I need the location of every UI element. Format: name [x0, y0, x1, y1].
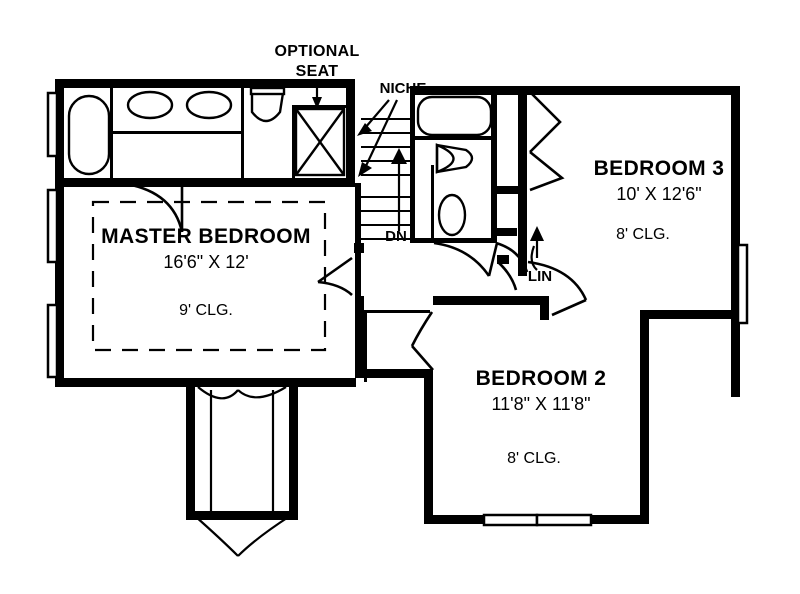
- annotation-labels: OPTIONAL SEAT NICHE DN LIN: [274, 43, 552, 285]
- door-hall-closet: [410, 311, 434, 371]
- leader-niche-2: [358, 99, 398, 177]
- leader-lin: [530, 226, 544, 271]
- hall-sink-fixture: [435, 143, 474, 174]
- hall-tub-fixture: [416, 95, 493, 137]
- door-bedroom3-closet-bifold: [529, 91, 565, 192]
- leader-dn: [391, 148, 407, 231]
- master-tub-fixture: [67, 94, 111, 176]
- master-tray-ceiling-outline: [91, 200, 327, 352]
- annotation-niche: NICHE: [380, 80, 427, 97]
- annotation-leaders: [312, 82, 544, 271]
- window-bottom-bedroom2-left: [482, 513, 539, 527]
- window-left-bath: [46, 91, 59, 158]
- optional-seat-line-2: SEAT: [296, 63, 339, 80]
- window-left-master-lower: [46, 303, 59, 379]
- door-bedroom3: [527, 260, 588, 317]
- master-sink-right: [185, 90, 233, 120]
- window-left-master-upper: [46, 188, 59, 264]
- door-master-bath: [109, 180, 184, 233]
- annotation-stairs-down: DN: [385, 228, 407, 245]
- door-master-bedroom: [317, 256, 353, 296]
- windows: [46, 91, 749, 527]
- door-hall-bath: [433, 241, 499, 277]
- door-hall-upper: [495, 241, 529, 273]
- hall-toilet-fixture: [437, 193, 467, 237]
- annotation-linen-closet: LIN: [528, 268, 552, 285]
- window-bottom-bedroom2-right: [535, 513, 593, 527]
- leader-niche-1: [357, 99, 390, 136]
- door-linen: [497, 261, 518, 291]
- master-sink-left: [126, 90, 174, 120]
- interior-walls: [110, 86, 549, 382]
- doors: [109, 91, 588, 371]
- annotation-optional-seat: OPTIONAL SEAT: [274, 43, 359, 80]
- window-right-bedroom3: [736, 243, 749, 325]
- porch-projection: [186, 386, 298, 557]
- master-toilet-fixture: [249, 86, 286, 123]
- optional-seat-line-1: OPTIONAL: [274, 43, 359, 60]
- leader-optional-seat: [312, 82, 322, 109]
- master-shower-fixture: [294, 107, 346, 177]
- fixtures: [67, 86, 493, 237]
